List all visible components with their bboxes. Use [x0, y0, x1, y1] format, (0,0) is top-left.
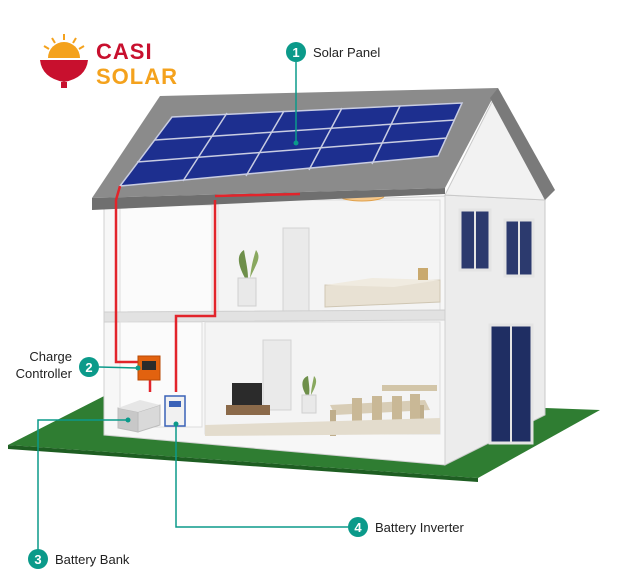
callout-label-solar-panel: Solar Panel [313, 45, 380, 60]
battery-inverter [164, 395, 186, 427]
callout-number-1: 1 [292, 45, 299, 60]
brand-name-line1: CASI [96, 39, 153, 64]
ground-lawn-edge [8, 445, 478, 482]
upper-plant [237, 250, 259, 307]
roof-edge [92, 188, 445, 210]
callout-leaders [37, 62, 348, 550]
battery-pointer-dot [125, 417, 131, 423]
callout-badge-1 [286, 42, 306, 62]
callout-label-battery-inverter: Battery Inverter [375, 520, 465, 535]
callout-solar-panel: 1 Solar Panel [286, 42, 380, 62]
callout-battery-bank: 3 Battery Bank [28, 549, 130, 569]
roof-ridge [490, 88, 555, 200]
callout-label-controller: Controller [16, 366, 73, 381]
callout-badge-2 [79, 357, 99, 377]
callout-charge-controller: 2 Charge Controller [16, 349, 99, 381]
controller-pointer-dot [135, 365, 141, 371]
callout-badge-4 [348, 517, 368, 537]
callout-number-3: 3 [34, 552, 41, 567]
callout-number-4: 4 [354, 520, 362, 535]
callout-number-2: 2 [85, 360, 92, 375]
solar-panel-pointer-dot [293, 140, 299, 146]
lower-plant [301, 376, 317, 414]
sun-logo-icon [40, 34, 88, 88]
callout-battery-inverter: 4 Battery Inverter [348, 517, 465, 537]
brand-name-line2: SOLAR [96, 64, 178, 89]
floor-slab [103, 309, 446, 323]
upper-left-room [119, 204, 213, 313]
lower-right-room [204, 321, 441, 435]
dining-set [330, 385, 437, 436]
inverter-pointer-dot [173, 421, 179, 427]
brand-logo: CASI SOLAR [40, 34, 178, 89]
lower-floor [205, 418, 440, 436]
callout-badge-3 [28, 549, 48, 569]
bed [324, 268, 441, 308]
solar-panel-array [118, 102, 464, 187]
lower-door [262, 339, 292, 411]
upper-door [282, 227, 310, 313]
charge-controller [137, 355, 161, 381]
wiring [114, 185, 301, 392]
callout-label-battery-bank: Battery Bank [55, 552, 130, 567]
callout-label-charge: Charge [29, 349, 72, 364]
tv-set [226, 383, 270, 415]
